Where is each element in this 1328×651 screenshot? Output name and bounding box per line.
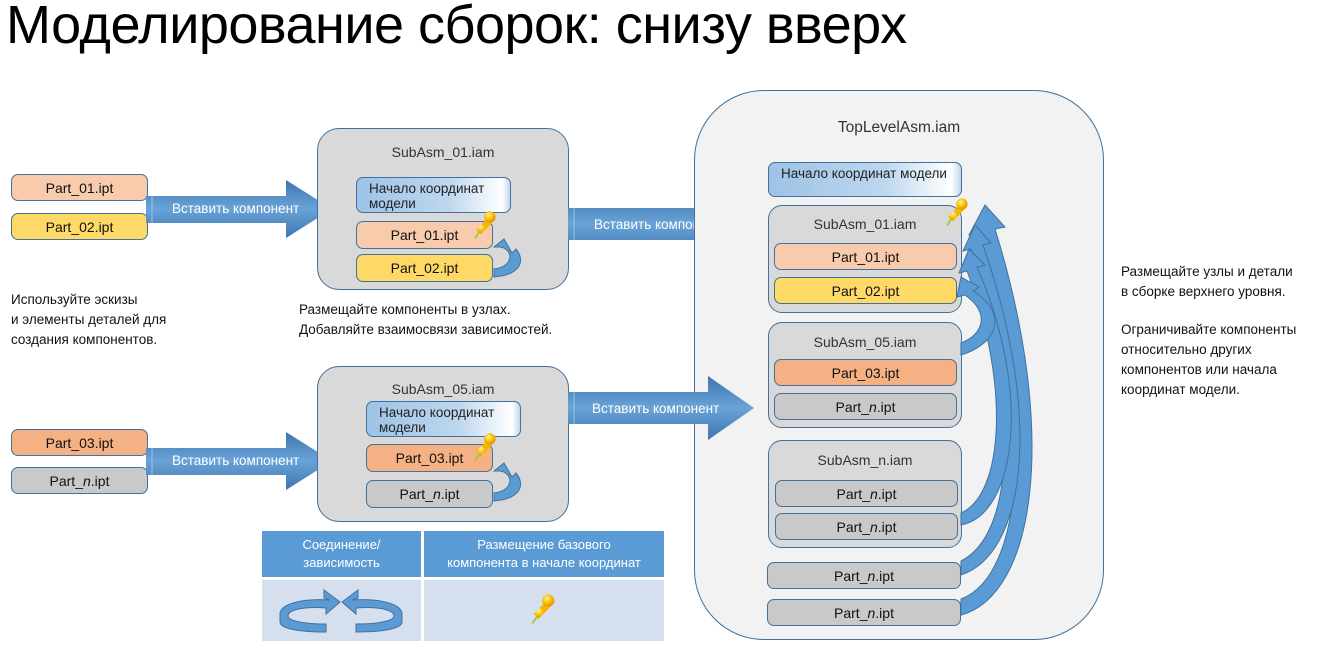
part-02: Part_02.ipt xyxy=(356,254,493,282)
constraint-arrow-icon xyxy=(492,238,521,278)
assembly-name: SubAsm_05.iam xyxy=(813,334,917,350)
note-line: в сборке верхнего уровня. xyxy=(1121,284,1286,299)
note-line: координат модели. xyxy=(1121,382,1240,397)
note-line: создания компонентов. xyxy=(11,332,158,347)
part-n: Part_n.ipt xyxy=(775,513,958,540)
part-03: Part_03.ipt xyxy=(774,359,957,386)
part-label: Part_03.ipt xyxy=(831,364,900,381)
subasm-05-assembly: SubAsm_05.iam Начало координат модели Pa… xyxy=(317,366,569,522)
top-subasm-n: SubAsm_n.iam Part_n.ipt Part_n.ipt xyxy=(768,440,962,548)
pushpin-icon xyxy=(531,593,556,625)
note-line: Добавляйте взаимосвязи зависимостей. xyxy=(299,322,553,337)
assembly-name: SubAsm_05.iam xyxy=(391,381,495,397)
top-subasm-05: SubAsm_05.iam Part_03.ipt Part_n.ipt xyxy=(768,322,962,428)
part-label: Part_02.ipt xyxy=(390,260,459,276)
part-label: Part_03.ipt xyxy=(395,450,464,466)
part-label: Part_01.ipt xyxy=(45,179,114,196)
top-part-n: Part_n.ipt xyxy=(767,599,961,626)
part-label: Part_n.ipt xyxy=(836,518,897,535)
constraint-arrow-icon xyxy=(956,276,996,356)
assembly-name: SubAsm_01.iam xyxy=(391,144,495,160)
part-01: Part_01.ipt xyxy=(774,243,957,270)
part-n: Part_n.ipt xyxy=(775,480,958,507)
insert-arrow-label: Вставить компонент xyxy=(594,217,722,232)
note-middle: Размещайте компоненты в узлах. Добавляйт… xyxy=(299,300,552,340)
top-subasm-01: SubAsm_01.iam Part_01.ipt Part_02.ipt xyxy=(768,205,962,313)
insert-arrow-4 xyxy=(568,376,754,440)
note-line: Ограничивайте компоненты xyxy=(1121,322,1297,337)
model-origin: Начало координат модели xyxy=(366,401,521,437)
page-title: Моделирование сборок: снизу вверх xyxy=(6,0,907,55)
insert-arrow-label: Вставить компонент xyxy=(172,453,300,468)
part-label: Part_03.ipt xyxy=(45,434,114,451)
constraint-arrows xyxy=(956,204,1033,616)
constraint-arrow-icon xyxy=(492,462,521,502)
note-line: Размещайте узлы и детали xyxy=(1121,264,1293,279)
subasm-01-assembly: SubAsm_01.iam Начало координат модели Pa… xyxy=(317,128,569,290)
part-label: Part_n.ipt xyxy=(399,486,460,502)
insert-arrow-label: Вставить компонент xyxy=(592,401,720,416)
part-label: Part_n.ipt xyxy=(835,398,896,415)
note-line: Используйте эскизы xyxy=(11,292,138,307)
part-n: Part_n.ipt xyxy=(774,393,957,420)
constraint-cycle-icon xyxy=(279,589,403,633)
legend-cell-constraint xyxy=(262,580,421,641)
part-label: Part_n.ipt xyxy=(49,472,110,489)
part-03: Part_03.ipt xyxy=(366,444,493,472)
assembly-name: TopLevelAsm.iam xyxy=(837,119,961,136)
part-n: Part_n.ipt xyxy=(366,480,493,508)
part-label: Part_n.ipt xyxy=(834,567,894,584)
part-02-source: Part_02.ipt xyxy=(11,213,148,240)
legend-header-constraint: Соединение/зависимость xyxy=(262,531,421,577)
model-origin: Начало координат модели xyxy=(356,177,511,213)
note-right: Размещайте узлы и детали в сборке верхне… xyxy=(1121,262,1296,400)
part-label: Part_02.ipt xyxy=(831,282,900,299)
note-line: Размещайте компоненты в узлах. xyxy=(299,302,511,317)
part-label: Part_01.ipt xyxy=(831,248,900,265)
note-left: Используйте эскизы и элементы деталей дл… xyxy=(11,290,166,350)
top-part-n: Part_n.ipt xyxy=(767,562,961,589)
top-model-origin: Начало координат модели xyxy=(768,162,962,197)
note-line: и элементы деталей для xyxy=(11,312,167,327)
legend-table: Соединение/зависимость Размещение базово… xyxy=(262,531,664,641)
part-n-source: Part_n.ipt xyxy=(11,467,148,494)
part-label: Part_n.ipt xyxy=(834,604,894,621)
part-label: Part_n.ipt xyxy=(836,485,897,502)
part-01: Part_01.ipt xyxy=(356,221,493,249)
legend-cell-ground xyxy=(424,580,664,641)
assembly-name: SubAsm_01.iam xyxy=(813,216,917,232)
part-02: Part_02.ipt xyxy=(774,277,957,304)
constraint-arrow-icon xyxy=(958,248,1012,526)
constraint-arrow-icon xyxy=(960,224,1021,576)
insert-arrow-3 xyxy=(146,432,332,490)
note-spacer xyxy=(1121,302,1296,320)
part-label: Part_02.ipt xyxy=(45,218,114,235)
part-03-source: Part_03.ipt xyxy=(11,429,148,456)
insert-arrow-1 xyxy=(146,180,332,238)
constraint-arrow-icon xyxy=(960,204,1033,616)
part-label: Part_01.ipt xyxy=(390,227,459,243)
assembly-name: SubAsm_n.iam xyxy=(817,452,913,468)
note-line: компонентов или начала xyxy=(1121,362,1277,377)
part-01-source: Part_01.ipt xyxy=(11,174,148,201)
insert-arrow-label: Вставить компонент xyxy=(172,201,300,216)
note-line: относительно других xyxy=(1121,342,1252,357)
